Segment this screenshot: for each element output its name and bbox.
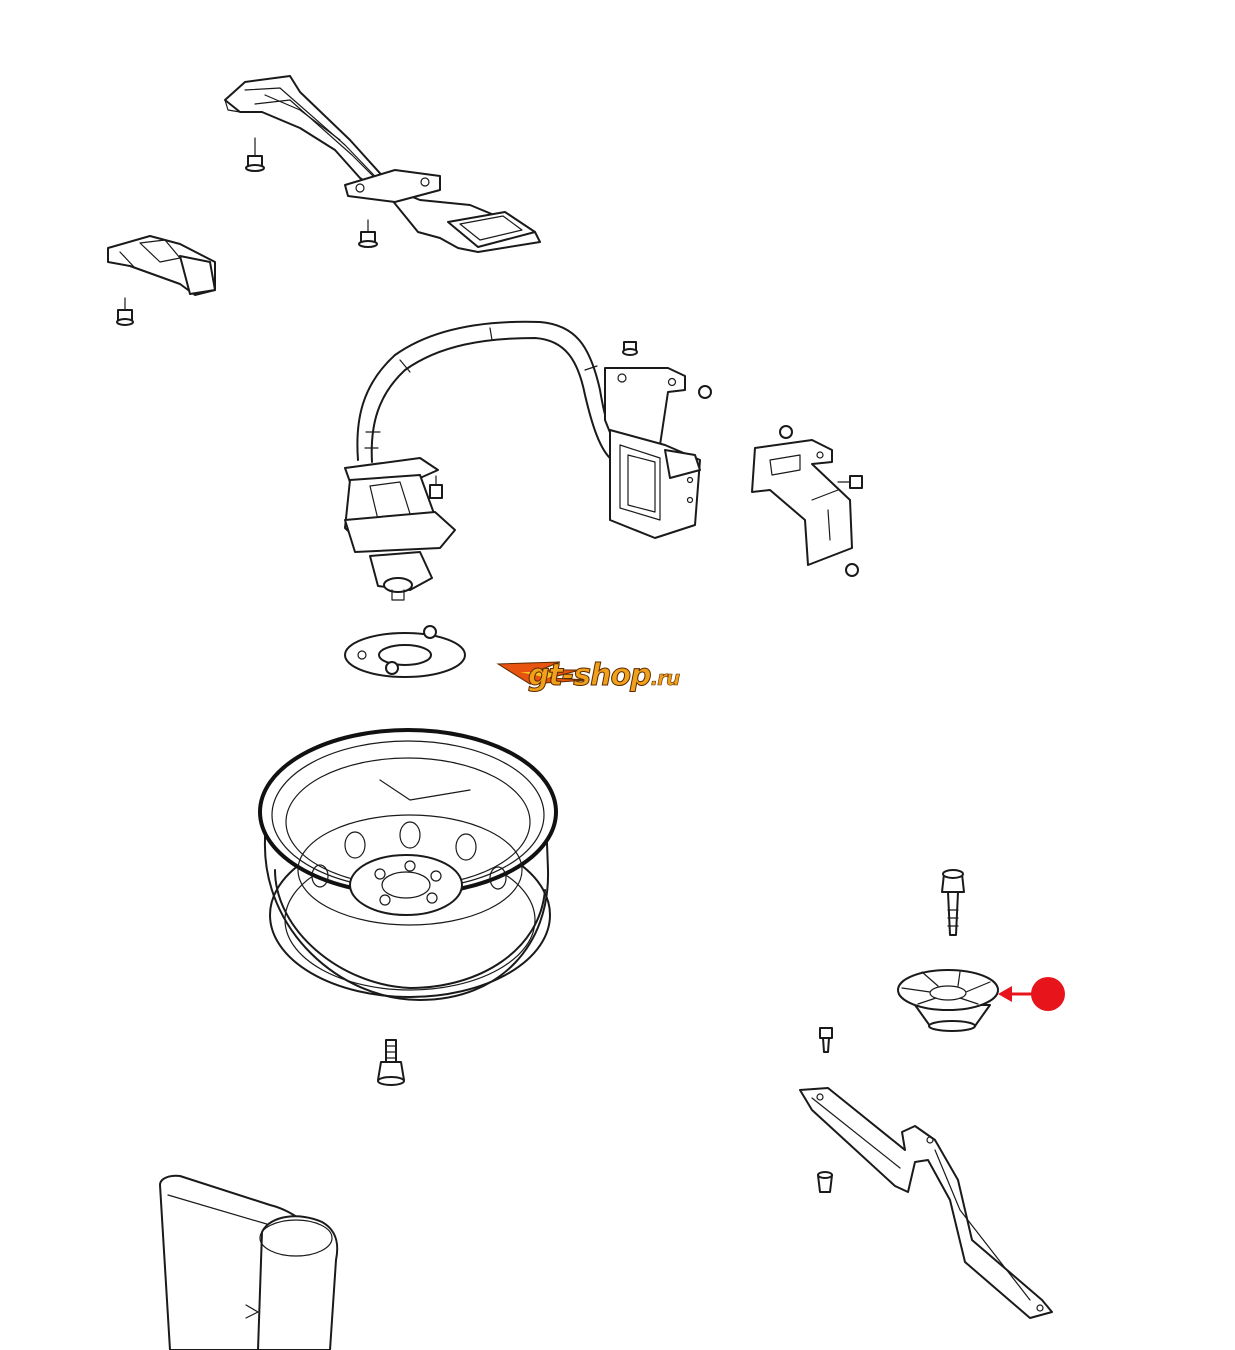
wheel-lug-stud: [377, 1039, 405, 1086]
spare-tire-carrier-crossmember: [224, 75, 541, 253]
spare-tire-cover: [159, 1174, 339, 1350]
spare-tire-cone-spacer: [897, 969, 999, 1032]
support-rod: [799, 1087, 1053, 1319]
crossmember-bolt: [116, 297, 134, 326]
crossmember-bolt: [245, 137, 265, 172]
callout-marker[interactable]: [998, 977, 1065, 1011]
support-nut: [817, 1171, 833, 1193]
crossmember-bolt: [358, 219, 378, 248]
spacer-bolt: [941, 869, 965, 936]
support-bolt: [819, 1027, 833, 1053]
watermark-brand: gt-shop: [528, 658, 653, 694]
spare-tire-winch-cable-assembly: [344, 320, 712, 601]
watermark-tld: .ru: [650, 666, 680, 691]
watermark-logo: [496, 661, 589, 685]
bracket-with-bumper: [107, 235, 216, 296]
watermark-text: gt-shop.ru: [528, 656, 738, 696]
winch-mounting-bracket: [751, 425, 863, 577]
retainer-plate: [344, 625, 466, 678]
spare-wheel: [258, 728, 558, 1001]
